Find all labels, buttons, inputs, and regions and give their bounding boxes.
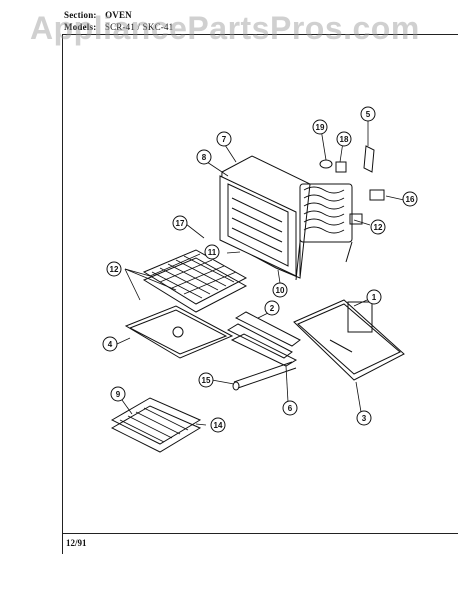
oven-liner (219, 155, 311, 279)
thermostat-parts (319, 145, 385, 225)
callout-number: 19 (316, 123, 325, 132)
section-label: Section: OVEN (64, 10, 132, 20)
oven-rack (142, 249, 248, 313)
callout-14: 14 (210, 417, 226, 433)
callout-number: 12 (374, 223, 383, 232)
callout-17: 17 (172, 215, 188, 231)
callout-11: 11 (204, 244, 220, 260)
callout-number: 15 (202, 376, 211, 385)
callout-number: 17 (176, 219, 185, 228)
callout-15: 15 (198, 372, 214, 388)
callout-1: 1 (366, 289, 382, 305)
callout-19: 19 (312, 119, 328, 135)
revision-date: 12/91 (66, 538, 87, 548)
callout-5: 5 (360, 106, 376, 122)
bottom-rule (62, 533, 458, 534)
callout-2: 2 (264, 300, 280, 316)
callout-number: 9 (116, 390, 121, 399)
callout-number: 8 (202, 153, 207, 162)
callout-3: 3 (356, 410, 372, 426)
callout-number: 12 (110, 265, 119, 274)
element-assembly (295, 183, 353, 281)
callout-number: 6 (288, 404, 293, 413)
callout-number: 1 (372, 293, 377, 302)
callout-number: 4 (108, 340, 113, 349)
leader-lines (116, 120, 405, 426)
callout-number: 2 (270, 304, 275, 313)
callout-number: 14 (214, 421, 223, 430)
callout-7: 7 (216, 131, 232, 147)
callout-number: 3 (362, 414, 367, 423)
callout-number: 11 (208, 248, 217, 257)
watermark-logo: AppliancePartsPros.com (30, 10, 420, 46)
callout-9: 9 (110, 386, 126, 402)
top-rule (62, 34, 458, 35)
oven-bottom-tray (124, 305, 234, 359)
callout-12: 12 (106, 261, 122, 277)
callout-number: 7 (222, 135, 227, 144)
callout-12: 12 (370, 219, 386, 235)
callout-number: 18 (340, 135, 349, 144)
rack-slides (226, 311, 301, 391)
left-rule (62, 34, 63, 554)
callout-8: 8 (196, 149, 212, 165)
callout-16: 16 (402, 191, 418, 207)
callout-number: 5 (366, 110, 371, 119)
callout-6: 6 (282, 400, 298, 416)
callout-4: 4 (102, 336, 118, 352)
callout-18: 18 (336, 131, 352, 147)
oven-floor-plate (293, 299, 405, 381)
callout-number: 16 (406, 195, 415, 204)
callout-10: 10 (272, 282, 288, 298)
callout-number: 10 (276, 286, 285, 295)
broiler-pan (110, 397, 202, 453)
model-label: Models: SCR-41 / SKC-41 (64, 22, 174, 32)
